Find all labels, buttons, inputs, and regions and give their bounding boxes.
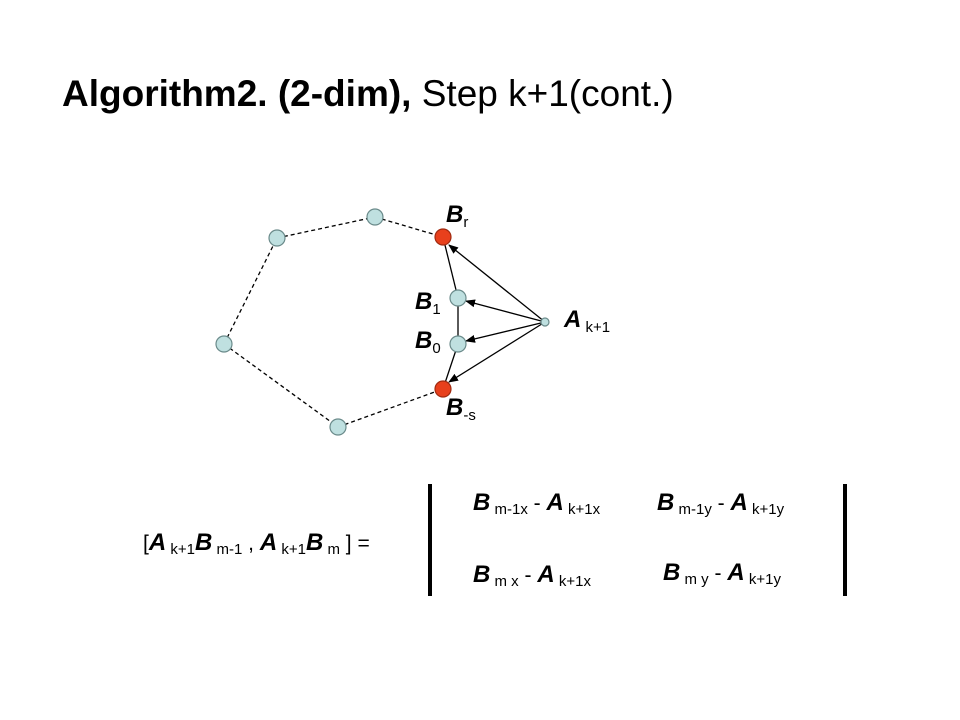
arrow-to-b0 xyxy=(465,321,546,343)
matrix-r2c1: B m x - A k+1x xyxy=(473,561,591,590)
label-b0: B0 xyxy=(415,327,441,357)
hull-node xyxy=(215,335,233,353)
label-bs: B-s xyxy=(446,394,476,424)
node-bs xyxy=(434,380,452,398)
hull-edge xyxy=(223,237,278,345)
arrow-to-bs xyxy=(448,321,546,383)
arrow-to-b1 xyxy=(465,299,546,323)
label-ak1: A k+1 xyxy=(564,306,611,336)
visibility-arrows xyxy=(448,244,546,383)
matrix-r1c2: B m-1y - A k+1y xyxy=(657,489,785,518)
arrow-to-br xyxy=(448,244,546,323)
equation-lhs: [A k+1B m-1 , A k+1B m ] = xyxy=(143,529,370,558)
matrix-r2c2: B m y - A k+1y xyxy=(663,559,781,588)
hull-node xyxy=(329,418,347,436)
solid-chain-edges xyxy=(442,236,459,390)
chain-edge xyxy=(442,236,459,299)
title-bold: Algorithm2. (2-dim), xyxy=(62,73,412,114)
node-ak1 xyxy=(540,317,550,327)
hull-edge xyxy=(223,343,339,428)
label-b1: B1 xyxy=(415,288,441,318)
title-plain: Step k+1(cont.) xyxy=(411,73,674,114)
node-b0 xyxy=(449,335,467,353)
hull-node xyxy=(268,229,286,247)
node-br xyxy=(434,228,452,246)
hull-edge xyxy=(337,388,444,428)
slide-title: Algorithm2. (2-dim), Step k+1(cont.) xyxy=(62,73,674,115)
hull-edge xyxy=(374,216,444,238)
determinant-bar-right xyxy=(843,484,847,596)
determinant-bar-left xyxy=(428,484,432,596)
node-b1 xyxy=(449,289,467,307)
label-br: Br xyxy=(446,201,469,231)
matrix-r1c1: B m-1x - A k+1x xyxy=(473,489,601,518)
hull-edge xyxy=(276,216,376,239)
dashed-hull-edges xyxy=(223,216,444,428)
hull-node xyxy=(366,208,384,226)
